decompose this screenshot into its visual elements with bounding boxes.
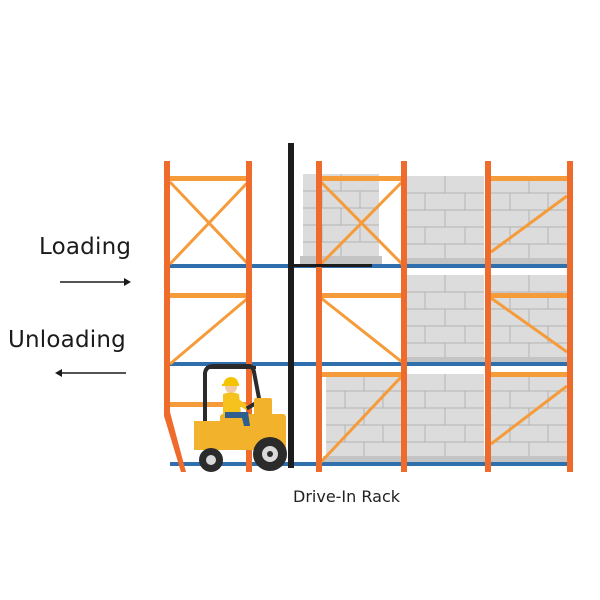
- pallet-load-bottom-middle: [403, 374, 487, 464]
- rack-frame-right: [485, 161, 573, 472]
- forklift-front-wheel: [253, 437, 287, 471]
- loading-label: Loading: [39, 234, 132, 260]
- loading-arrow: [60, 278, 131, 286]
- forklift-rear-wheel: [199, 448, 223, 472]
- rack-frame-middle: [316, 161, 407, 472]
- forklift-icon: [194, 143, 372, 472]
- diagram-caption: Drive-In Rack: [293, 487, 401, 506]
- forklift-mast: [288, 143, 294, 468]
- pallet-load-bottom-right: [488, 374, 570, 464]
- forklift-fork: [292, 264, 372, 267]
- pallet-load-middle-middle: [403, 275, 487, 365]
- box-grid-lines: [406, 275, 484, 357]
- worker-icon: [222, 377, 250, 426]
- box-grid-lines: [406, 374, 484, 456]
- pallet-load-top-left: [300, 174, 382, 264]
- box-grid-lines: [406, 176, 484, 258]
- pallet-load-middle-right: [488, 275, 570, 365]
- pallet-load-top-right: [488, 176, 570, 266]
- unloading-arrow: [55, 369, 126, 377]
- rack-frame-left: [164, 161, 252, 472]
- box-grid-lines: [491, 374, 567, 456]
- unloading-label: Unloading: [8, 327, 126, 353]
- pallet-load-top-middle: [403, 176, 487, 266]
